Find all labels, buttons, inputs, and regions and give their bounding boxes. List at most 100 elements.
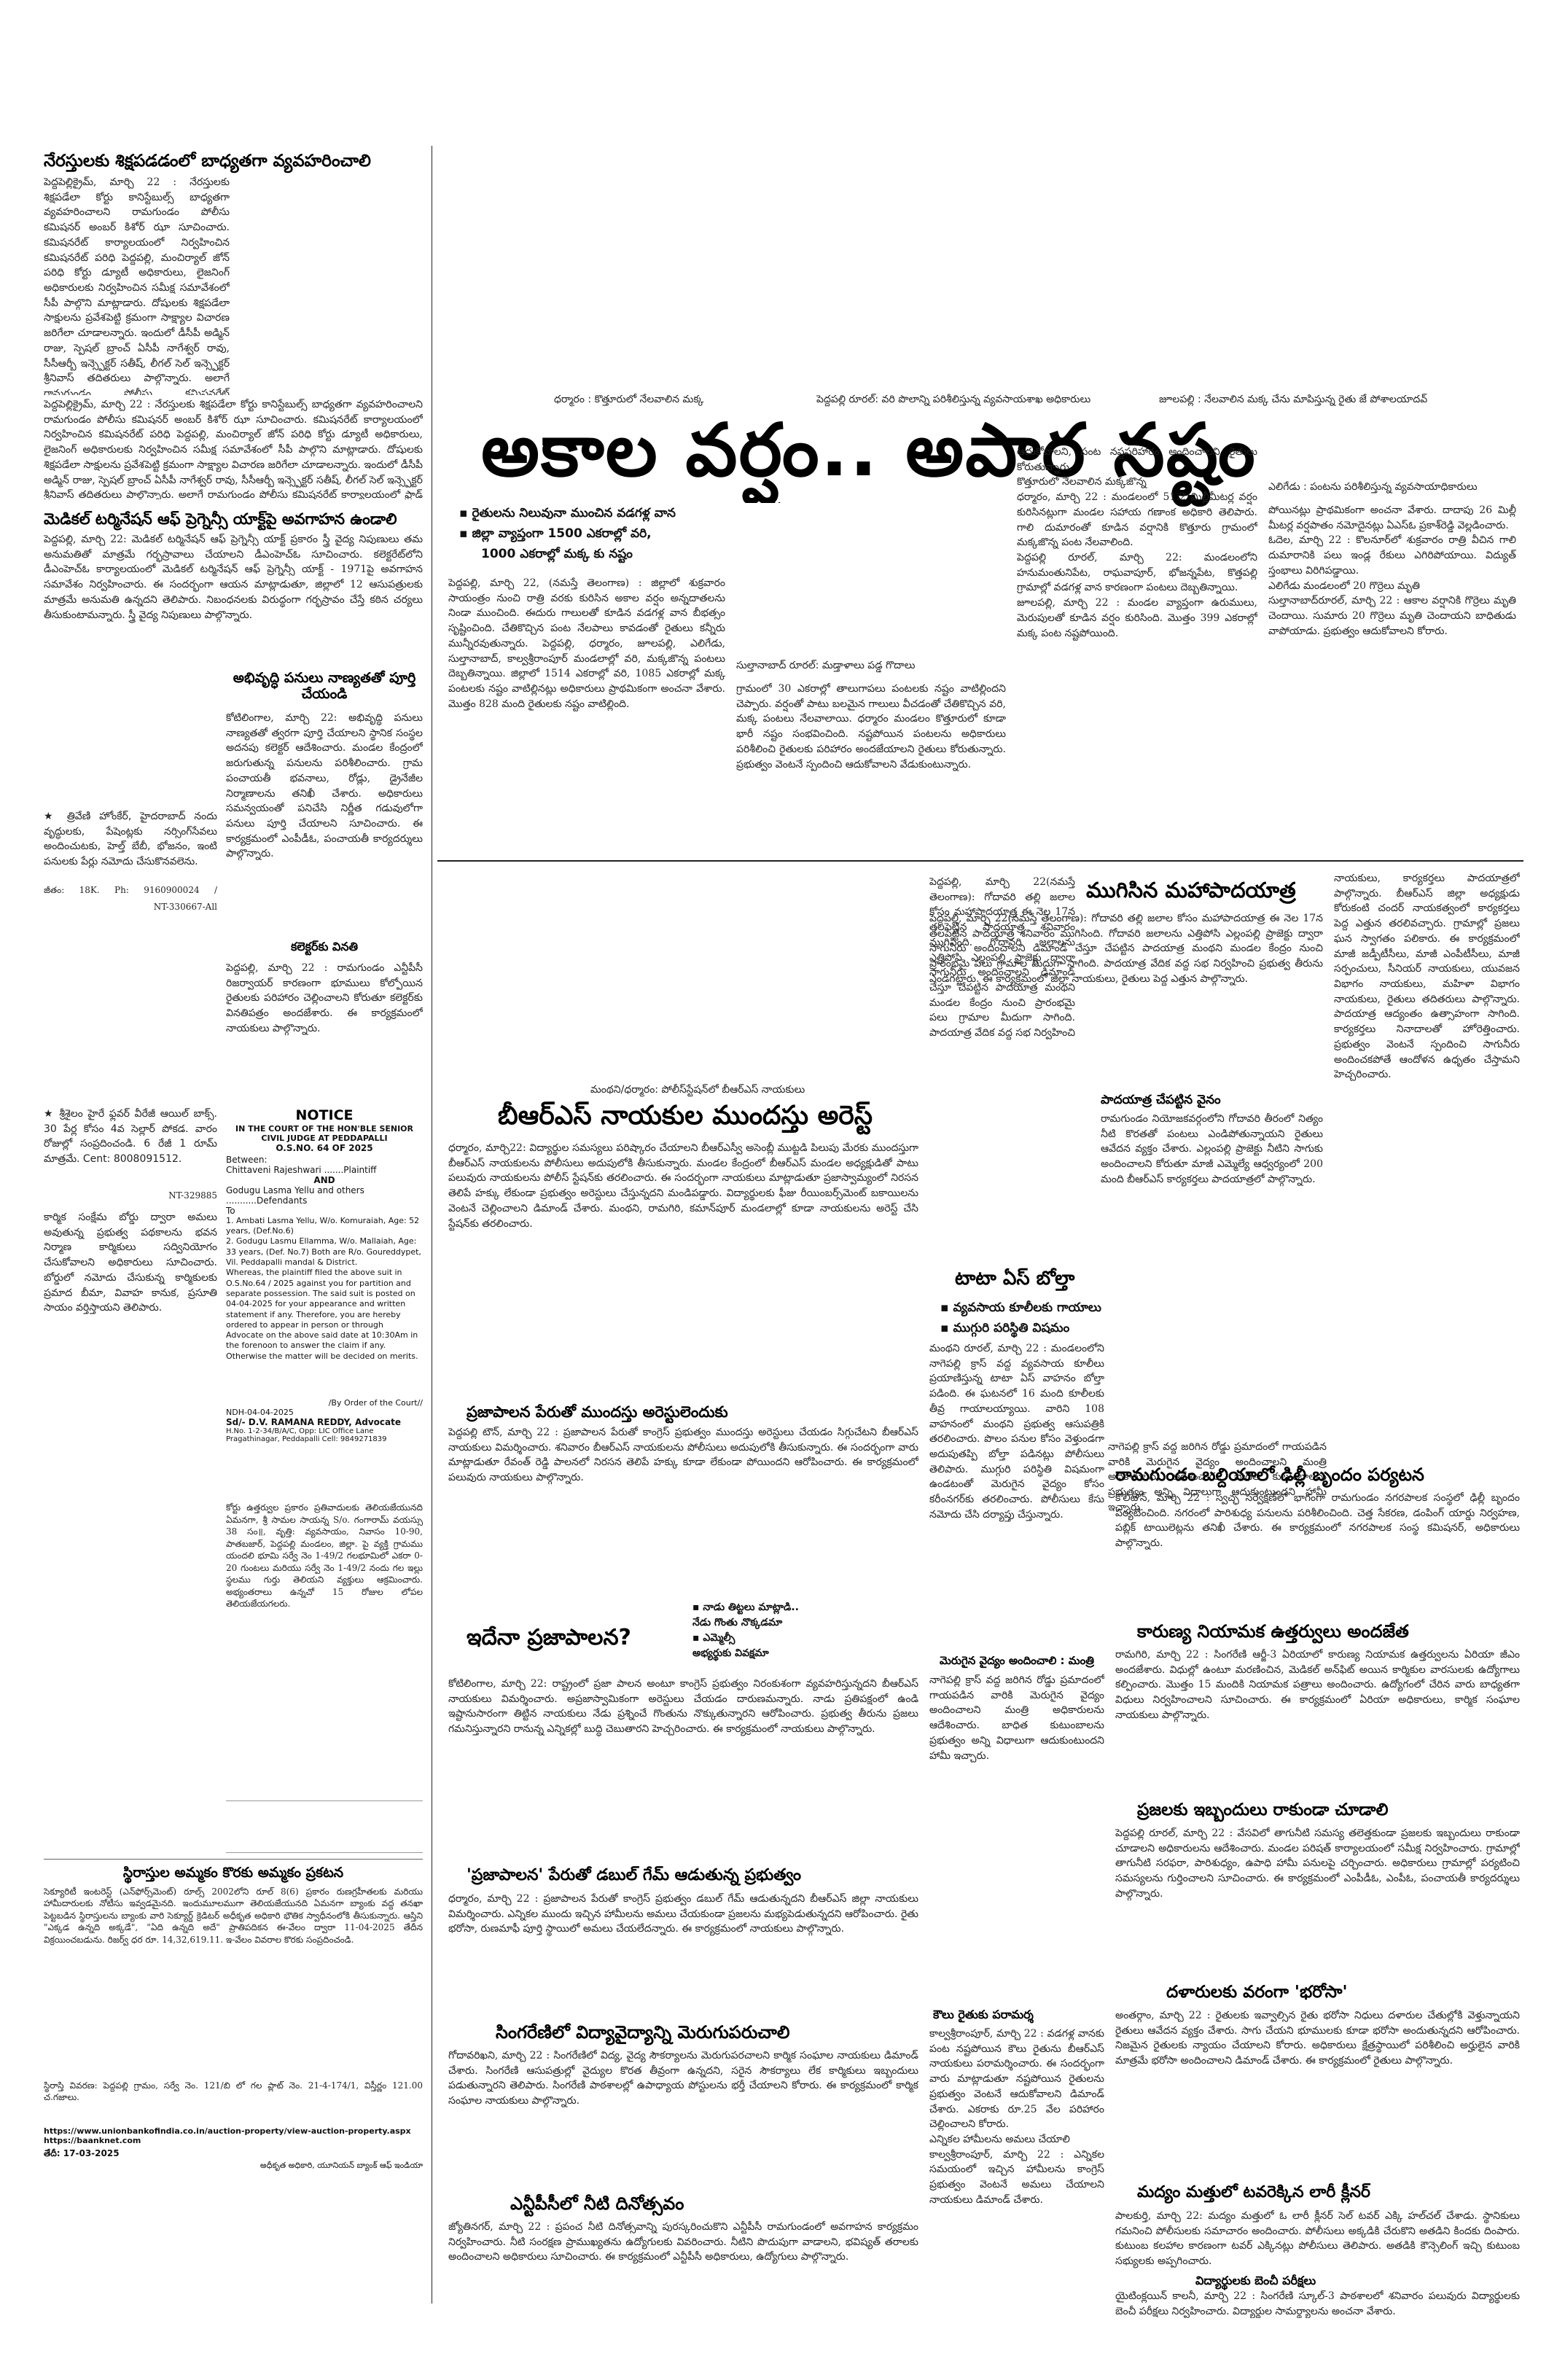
banner-bullet-3: 1000 ఎకరాల్లో మక్క కు నష్టం [481, 547, 633, 561]
photo-sultanabad [736, 503, 1006, 656]
idena-bullet-4: అభ్యర్థుకు వివక్షమా [692, 1647, 769, 1659]
tata-headline: టాటా ఏస్ బోల్తా [955, 1268, 1075, 1290]
notice-order: /By Order of the Court// [328, 1397, 423, 1408]
ntpc-body: జ్యోతినగర్, మార్చి 22 : ప్రపంచ నీటి దినో… [448, 2221, 918, 2263]
tata-bullet-2: ▪ ముగ్గురి పరిస్థితి విషమం [940, 1321, 1070, 1335]
banner-col1: పెద్దపల్లి, మార్చి 22, (నమస్తే తెలంగాణ) … [448, 577, 725, 710]
notice-and: AND [313, 1174, 335, 1185]
caption-sultanabad: సుల్తానాబాద్ రూరల్: మడ్తాళాలు పడ్డ గొదాల… [736, 660, 916, 671]
caption-elgaidu: ఎలిగేడు : పంటను పరిశీలిస్తున్న వ్యవసాయాధ… [1268, 481, 1478, 493]
classified-homecare: ★ త్రివేణి హోంకేర్, హైదరాబాద్ నందు వృద్ధ… [44, 811, 217, 868]
banner-bullets: ▪ రైతులను నిలువునా ముంచిన వడగళ్ల వాన ▪ జ… [459, 503, 736, 567]
notice-title: NOTICE [295, 1107, 354, 1123]
caption-julapalli: జూలపల్లి : నేలవాలిన మక్క చేను మాపిస్తున్… [1159, 394, 1428, 405]
karunya-body: రామగిరి, మార్చి 22 : సింగరేణి ఆర్జీ-3 ఏర… [1115, 1649, 1520, 1721]
left-petition-headline: కలెక్టర్‌కు వినతి [290, 940, 359, 953]
left-lead-body-cont: పెద్దపెల్లిక్రైమ్, మార్చి 22 : నేరస్తులక… [44, 399, 423, 499]
singareni-headline: సింగరేణిలో విద్యావైద్యాన్ని మెరుగుపరుచాల… [496, 2022, 790, 2042]
bharosa-headline: దళారులకు వరంగా 'భరోసా' [1166, 1983, 1348, 2002]
bench-test-headline: విద్యార్థులకు బెంచీ పరీక్షలు [1195, 2274, 1316, 2287]
lorry-body: పాలకుర్తి, మార్చి 22: మద్యం మత్తులో ఓ లా… [1115, 2210, 1520, 2268]
left-lead-body: పెద్దపెల్లిక్రైమ్, మార్చి 22 : నేరస్తులక… [44, 176, 230, 395]
photo-brs-leaders [445, 871, 918, 1079]
tender-title: స్థిరాస్తుల అమ్మకం కొరకు అమ్మకం ప్రకటన [122, 1865, 344, 1881]
tata-bullet-1: ▪ వ్యవసాయ కూలీలకు గాయాలు [940, 1300, 1101, 1315]
prajalaku-headline: ప్రజలకు ఇబ్బందులు రాకుండా చూడాలి [1137, 1800, 1389, 1819]
tender-sign: అధీకృత అధికారి, యూనియన్ బ్యాంక్ ఆఫ్ ఇండి… [260, 2160, 423, 2170]
karunya-headline: కారుణ్య నియామక ఉత్తర్వులు అందజేత [1137, 1621, 1409, 1642]
ntpc-headline: ఎన్టీపీసీలో నీటి దినోత్సవం [510, 2193, 684, 2214]
tata-body: మంథని రూరల్, మార్చి 22 : మండలంలోని నాగెప… [929, 1343, 1104, 1521]
brs-headline: బీఆర్ఎస్ నాయకుల ముందస్తు అరెస్ట్ [497, 1101, 873, 1131]
koulu-headline: కౌలు రైతుకు పరామర్శ [933, 2008, 1034, 2021]
bank-logo-box [226, 1800, 423, 1853]
left-lead-headline: నేరస్తులకు శిక్షపడడంలో బాధ్యతగా వ్యవహరిం… [44, 152, 371, 171]
idena-bullets: ▪ నాడు తిట్టలు మాట్లాడి.. నేడు గొంతు నొక… [692, 1600, 809, 1661]
tata-sub-body: నాగెపల్లి క్రాస్ వద్ద జరిగిన రోడ్డు ప్రమ… [929, 1674, 1104, 1762]
tender-notice: స్థిరాస్తుల అమ్మకం కొరకు అమ్మకం ప్రకటన స… [44, 1859, 423, 2297]
section-divider [437, 860, 1523, 862]
left-third-body: కోటిలింగాల, మార్చి 22: అభివృద్ధి పనులు న… [226, 712, 423, 860]
tender-site-1[interactable]: https://www.unionbankofindia.co.in/aucti… [44, 2126, 411, 2136]
left-second-headline: మెడికల్ టర్మినేషన్ ఆఫ్ ప్రెగ్నెన్సీ యాక్… [44, 510, 397, 528]
caption-brs: మంథని/ధర్మారం: పోలీస్‌స్టేషన్‌లో బీఆర్‌ఎ… [590, 1084, 805, 1096]
classified-code: NT-330667-All [153, 902, 217, 912]
brs-sub-headline: ప్రజాపాలన పేరుతో ముందస్తు అరెస్టులెందుకు [467, 1403, 728, 1421]
photo-tata-ace [1108, 1261, 1327, 1436]
left-third-headline: అభివృద్ధి పనులు నాణ్యతతో పూర్తి చేయండి [233, 670, 416, 702]
left-second-body: పెద్దపల్లి, మార్చి 22: మెడికల్ టర్మినేషన… [44, 534, 423, 621]
idena-bullet-2: నేడు గొంతు నొక్కడమా [692, 1617, 783, 1628]
photo-padayatra [1334, 1166, 1520, 1429]
classified-code-2: NT-329885 [168, 1190, 217, 1201]
lorry-headline: మద్యం మత్తులో టవరెక్కిన లారీ క్లీనర్ [1137, 2183, 1370, 2201]
caption-peddapalli-rural: పెద్దపల్లి రూరల్: వరి పొలాన్ని పరిశీలిస్… [816, 394, 1091, 405]
tender-footer: స్థిరాస్తి వివరణ: పెద్దపల్లి గ్రామం, సర్… [44, 2080, 423, 2103]
notice-date: NDH-04-04-2025 [226, 1407, 294, 1417]
small-legal-notice: కోర్టు ఉత్తర్వుల ప్రకారం ప్రతివాదులకు తె… [226, 1502, 423, 1610]
padayatra-sub-body: రామగుండం నియోజకవర్గంలోని గోదావరి తీరంలో … [1101, 1113, 1323, 1185]
idena-body: కోటిలింగాల, మార్చి 22: రాష్ట్రంలో ప్రజా … [448, 1678, 918, 1736]
photo-julapalli [1159, 146, 1516, 390]
notice-plaintiff: Chittaveni Rajeshwari .......Plaintiff [226, 1164, 377, 1175]
photo-koulu [929, 1866, 1104, 2005]
brs-sub-body: పెద్దపల్లి టౌన్, మార్చి 22 : ప్రజాపాలన ప… [448, 1427, 918, 1484]
sriram-body: నాయకులు, కార్యకర్తలు పాదయాత్రలో పాల్గొన్… [1334, 873, 1520, 1081]
brs-body: ధర్మారం, మార్చి22: విద్యార్థుల సమస్యలు ప… [448, 1142, 918, 1230]
double-game-headline: 'ప్రజాపాలన' పేరుతో డబుల్ గేమ్ ఆడుతున్న ప… [467, 1866, 801, 1884]
caption-dharmaram: ధర్మారం : కొత్తూరులో నేలవాలిన మక్క [554, 394, 704, 405]
padayatra-sub-title: పాదయాత్ర చేపట్టిన వైనం [1101, 1093, 1221, 1107]
banner-bullet-2: ▪ జిల్లా వ్యాప్తంగా 1500 ఎకరాల్లో వరి, [459, 526, 652, 541]
notice-to: To [226, 1205, 235, 1216]
delhi-headline: రామగుండం బల్దియాలో ఢిల్లీ బృందం పర్యటన [1115, 1464, 1424, 1485]
banner-bullet-1: ▪ రైతులను నిలువునా ముంచిన వడగళ్ల వాన [459, 506, 676, 520]
photo-idena [813, 1600, 918, 1709]
notice-address: H.No. 1-2-34/B/A/C, Opp: LIC Office Lane… [226, 1427, 387, 1443]
padayatra-dateline: పెద్దపల్లి, మార్చి 22(నమస్తే తెలంగాణ): గ… [929, 876, 1075, 1042]
delhi-body: కోలిటౌన్, మార్చి 22 : స్వచ్ఛ సర్వేక్షణ్‌… [1115, 1492, 1520, 1550]
photo-peddapalli-rural [816, 146, 1144, 390]
notice-between: Between: [226, 1154, 268, 1165]
notice-defendants: Godugu Lasma Yellu and others ..........… [226, 1185, 364, 1206]
prajalaku-body: పెద్దపల్లి రూరల్, మార్చి 22 : వేసవిలో తా… [1115, 1827, 1520, 1900]
court-notice: NOTICE IN THE COURT OF THE HON'BLE SENIO… [226, 1107, 423, 1487]
classified-homecare-phone: జీతం: 18K. Ph: 9160900024 / 9640400073. [44, 885, 217, 899]
tender-date: తేదీ: 17-03-2025 [44, 2147, 120, 2158]
tender-site-2[interactable]: https://baanknet.com [44, 2135, 141, 2145]
labour-board-notice: కార్మిక సంక్షేమ బోర్డు ద్వారా అమలు అవుతు… [44, 1212, 217, 1314]
notice-body: 1. Ambati Lasma Yellu, W/o. Komuraiah, A… [226, 1215, 421, 1361]
notice-court: IN THE COURT OF THE HON'BLE SENIOR CIVIL… [235, 1123, 414, 1143]
banner-col4: పోయినట్లు ప్రాథమికంగా అంచనా వేశారు. దాదా… [1268, 504, 1516, 637]
notice-os: O.S.NO. 64 OF 2025 [276, 1142, 373, 1153]
idena-headline: ఇదేనా ప్రజాపాలన? [467, 1625, 631, 1650]
tata-bullets: ▪ వ్యవసాయ కూలీలకు గాయాలు ▪ ముగ్గురి పరిస… [940, 1298, 1159, 1341]
idena-bullet-1: ▪ నాడు తిట్టలు మాట్లాడి.. [692, 1601, 799, 1613]
padayatra-headline: ముగిసిన మహాపాదయాత్ర [1086, 878, 1296, 902]
padayatra-body: పెద్దపల్లి, మార్చి 22(నమస్తే తెలంగాణ): గ… [929, 913, 1323, 985]
left-petition-body: పెద్దపల్లి, మార్చి 22 : రామగుండం ఎన్టీపీ… [226, 962, 423, 1034]
tata-sub-title: మెరుగైన వైద్యం అందించాలి : మంత్రి [940, 1654, 1094, 1667]
banner-headline: అకాల వర్షం.. అపార నష్టం [481, 407, 1257, 493]
double-game-body: ధర్మారం, మార్చి 22 : ప్రజాపాలన పేరుతో కా… [448, 1893, 918, 1935]
tata-body-cont: నాగెపల్లి క్రాస్ వద్ద జరిగిన రోడ్డు ప్రమ… [1108, 1441, 1327, 1513]
tender-body: సెక్యూరిటీ ఇంటరెస్ట్ (ఎన్‌ఫోర్స్‌మెంట్) … [44, 1886, 423, 1946]
photo-dharmaram [445, 146, 802, 390]
